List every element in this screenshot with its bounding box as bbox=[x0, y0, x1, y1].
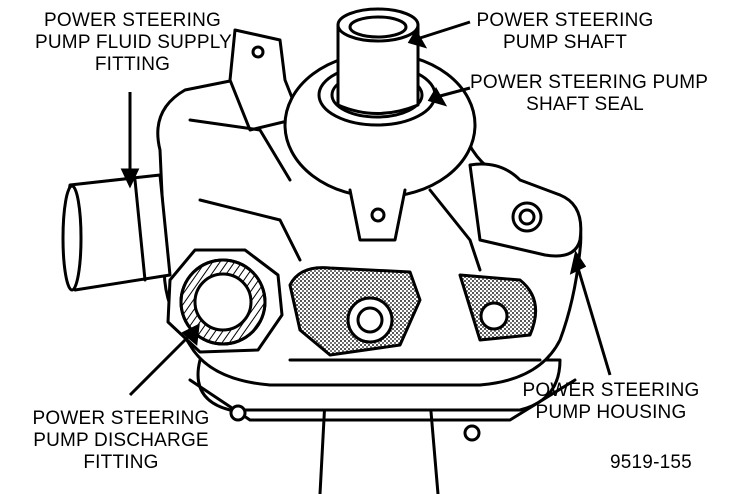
pump-shaft bbox=[336, 23, 420, 115]
label-line: FITTING bbox=[94, 54, 171, 75]
lower-bolt-right bbox=[463, 424, 481, 442]
leader-shaft bbox=[419, 20, 471, 40]
label-pump-housing: POWER STEERING PUMP HOUSING bbox=[520, 380, 702, 424]
label-line: POWER STEERING bbox=[476, 10, 654, 31]
label-line: POWER STEERING PUMP bbox=[470, 72, 709, 93]
leader-housing bbox=[576, 267, 612, 376]
figure-id: 9519-155 bbox=[610, 452, 692, 473]
label-line: PUMP FLUID SUPPLY bbox=[35, 32, 232, 53]
label-line: FITTING bbox=[83, 452, 159, 473]
label-line: SHAFT SEAL bbox=[526, 94, 644, 115]
lower-bolt-left bbox=[229, 404, 247, 422]
supply-bracket-hole bbox=[251, 45, 265, 59]
label-discharge-fitting: POWER STEERING PUMP DISCHARGE FITTING bbox=[25, 408, 217, 474]
label-line: PUMP DISCHARGE bbox=[33, 430, 209, 451]
lower-bracket bbox=[318, 398, 440, 494]
gasket-side-hole bbox=[479, 301, 509, 331]
leader-seal bbox=[439, 86, 471, 98]
label-line: POWER STEERING bbox=[32, 408, 210, 429]
lower-flange bbox=[188, 378, 577, 422]
label-line: PUMP SHAFT bbox=[502, 32, 628, 53]
label-fluid-supply-fitting: POWER STEERING PUMP FLUID SUPPLY FITTING bbox=[35, 10, 232, 76]
label-shaft-seal: POWER STEERING PUMP SHAFT SEAL bbox=[470, 72, 709, 116]
leader-discharge bbox=[128, 333, 192, 397]
label-line: PUMP HOUSING bbox=[535, 402, 687, 423]
label-line: POWER STEERING bbox=[522, 380, 700, 401]
label-pump-shaft: POWER STEERING PUMP SHAFT bbox=[475, 10, 655, 54]
label-line: POWER STEERING bbox=[44, 10, 221, 31]
